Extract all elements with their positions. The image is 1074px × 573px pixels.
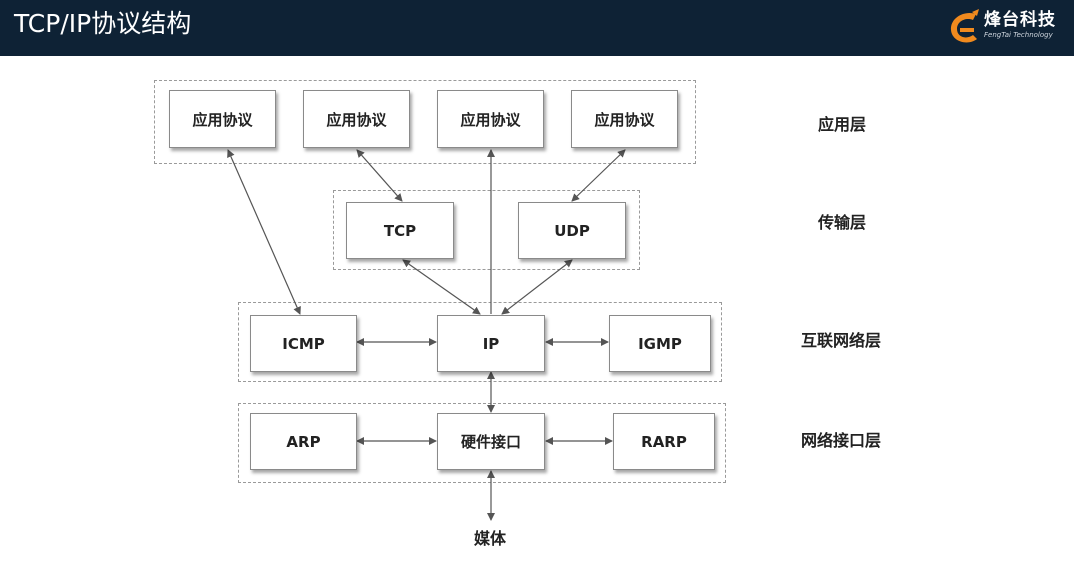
- arp-box: ARP: [250, 413, 357, 470]
- arrow-app4-udp: [571, 149, 626, 202]
- app-protocol-box-4: 应用协议: [571, 90, 678, 148]
- ip-box: IP: [437, 315, 545, 372]
- app-protocol-box-2: 应用协议: [303, 90, 410, 148]
- layer-label-link: 网络接口层: [801, 431, 882, 450]
- link-layer-group: [238, 403, 726, 483]
- arrow-app2-tcp: [356, 149, 403, 202]
- arrow-tcp-ip: [402, 259, 481, 315]
- arrow-udp-ip: [501, 259, 573, 315]
- dragon-logo-icon: [950, 9, 979, 43]
- medium-label: 媒体: [474, 529, 507, 548]
- app-protocol-box-3: 应用协议: [437, 90, 544, 148]
- layer-label-transport: 传输层: [818, 213, 867, 232]
- page-title: TCP/IP协议结构: [14, 9, 192, 38]
- udp-box: UDP: [518, 202, 626, 259]
- transport-layer-group: [333, 190, 640, 270]
- connector-lines: [227, 149, 626, 521]
- igmp-box: IGMP: [609, 315, 711, 372]
- header-bar: TCP/IP协议结构 烽台科技 FengTai Technology: [0, 0, 1074, 56]
- hardware-interface-box: 硬件接口: [437, 413, 545, 470]
- application-layer-group: [154, 80, 696, 164]
- arrow-app1-icmp: [227, 149, 301, 315]
- layer-label-internet: 互联网络层: [801, 331, 882, 350]
- icmp-box: ICMP: [250, 315, 357, 372]
- rarp-box: RARP: [613, 413, 715, 470]
- tcp-box: TCP: [346, 202, 454, 259]
- logo-name: 烽台科技: [984, 10, 1056, 30]
- company-logo: 烽台科技 FengTai Technology: [946, 8, 1066, 48]
- app-protocol-box-1: 应用协议: [169, 90, 276, 148]
- layer-label-application: 应用层: [818, 115, 867, 134]
- logo-subtitle: FengTai Technology: [984, 31, 1053, 39]
